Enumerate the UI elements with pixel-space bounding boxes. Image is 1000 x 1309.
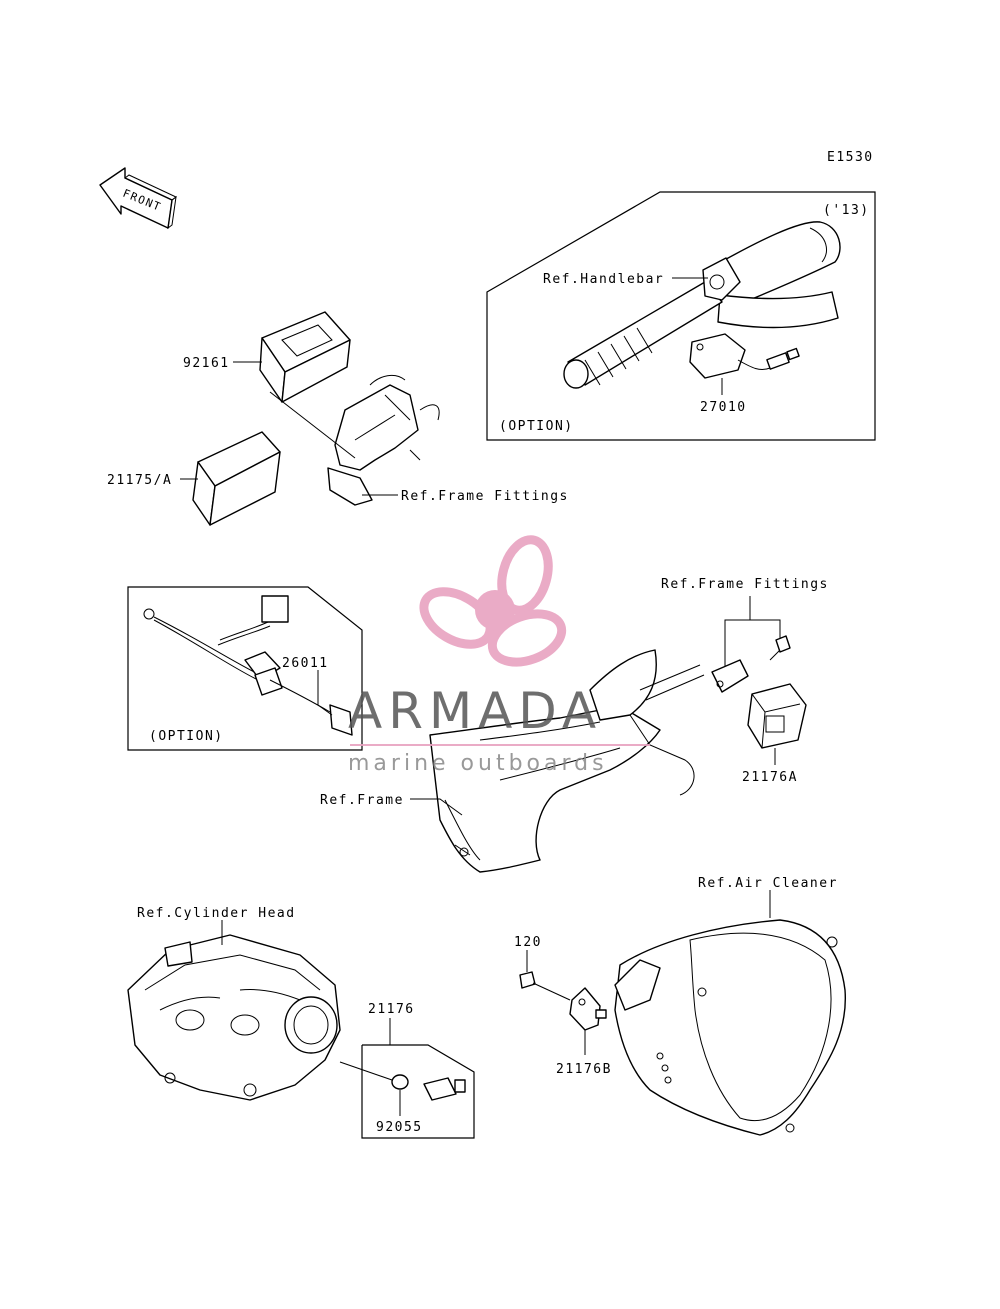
- label-ref-frame-fittings-2: Ref.Frame Fittings: [661, 577, 829, 592]
- label-27010: 27010: [700, 400, 747, 415]
- label-120: 120: [514, 935, 542, 950]
- label-ref-frame: Ref.Frame: [320, 793, 404, 808]
- label-21176: 21176: [368, 1002, 415, 1017]
- label-ref-cylinder-head: Ref.Cylinder Head: [137, 906, 296, 921]
- label-92161: 92161: [183, 356, 230, 371]
- label-ref-air-cleaner: Ref.Air Cleaner: [698, 876, 838, 891]
- option-label-handlebar: (OPTION): [499, 419, 574, 434]
- bolt-120-drawing: [519, 971, 571, 1001]
- front-arrow-icon: FRONT: [99, 167, 177, 230]
- handlebar-drawing: [563, 221, 841, 389]
- option-label-harness: (OPTION): [149, 729, 224, 744]
- ecu-21175a-drawing: [192, 431, 281, 526]
- label-92055: 92055: [376, 1120, 423, 1135]
- label-26011: 26011: [282, 656, 329, 671]
- handlebar-option-box: ('13) (OPTION) Ref.Handlebar 27010: [486, 191, 876, 441]
- watermark-tagline: marine outboards: [348, 751, 608, 776]
- diagram-code: E1530: [827, 150, 874, 165]
- bracket-bolt-drawing: [711, 635, 791, 693]
- watermark-brand: ARMADA: [348, 682, 602, 740]
- switch-27010-drawing: [689, 333, 800, 379]
- cylinder-head-drawing: [127, 934, 341, 1101]
- frame-drawing: [429, 649, 705, 873]
- harness-option-box: (OPTION): [127, 586, 363, 751]
- air-cleaner-drawing: [614, 919, 847, 1136]
- label-21175a: 21175/A: [107, 473, 172, 488]
- sensor-21176-box: 21176 92055: [339, 1002, 475, 1139]
- label-ref-handlebar: Ref.Handlebar: [543, 272, 664, 287]
- label-21176b: 21176B: [556, 1062, 612, 1077]
- plate-21176b-drawing: [569, 987, 607, 1031]
- sensor-21176a-drawing: [747, 683, 807, 749]
- ecu-92161-drawing: [259, 311, 351, 403]
- armada-logo: [350, 535, 650, 746]
- frame-fitting-bracket-drawing: [327, 374, 440, 506]
- label-ref-frame-fittings-1: Ref.Frame Fittings: [401, 489, 569, 504]
- year-note: ('13): [823, 203, 870, 218]
- label-21176a: 21176A: [742, 770, 798, 785]
